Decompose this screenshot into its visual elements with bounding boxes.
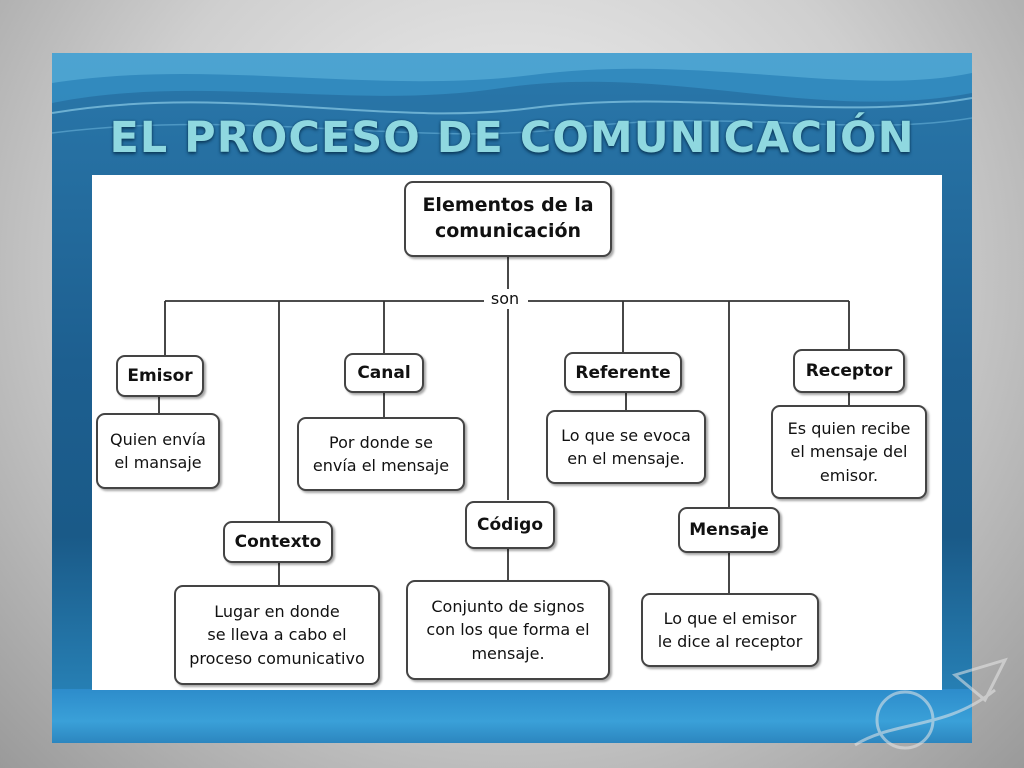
concept-referente: Referente	[564, 352, 682, 393]
slide: EL PROCESO DE COMUNICACIÓN	[52, 53, 972, 743]
description-mensaje: Lo que el emisor le dice al receptor	[641, 593, 819, 667]
concept-codigo: Código	[465, 501, 555, 549]
root-node: Elementos de la comunicación	[404, 181, 612, 257]
concept-contexto: Contexto	[223, 521, 333, 563]
connector-lines	[158, 257, 850, 593]
connector-label: son	[484, 289, 526, 308]
description-emisor: Quien envía el mansaje	[96, 413, 220, 489]
header-wave-decoration	[52, 53, 972, 135]
description-contexto: Lugar en donde se lleva a cabo el proces…	[174, 585, 380, 685]
description-canal: Por donde se envía el mensaje	[297, 417, 465, 491]
description-codigo: Conjunto de signos con los que forma el …	[406, 580, 610, 680]
description-referente: Lo que se evoca en el mensaje.	[546, 410, 706, 484]
concept-mensaje: Mensaje	[678, 507, 780, 553]
description-receptor: Es quien recibe el mensaje del emisor.	[771, 405, 927, 499]
diagram-panel: Elementos de la comunicación son Emisor …	[92, 175, 942, 690]
slide-title: EL PROCESO DE COMUNICACIÓN	[109, 113, 915, 163]
concept-emisor: Emisor	[116, 355, 204, 397]
bottom-band-decoration	[52, 689, 972, 743]
watermark-logo	[854, 657, 1008, 750]
concept-canal: Canal	[344, 353, 424, 393]
root-label: Elementos de la comunicación	[422, 194, 594, 242]
concept-receptor: Receptor	[793, 349, 905, 393]
